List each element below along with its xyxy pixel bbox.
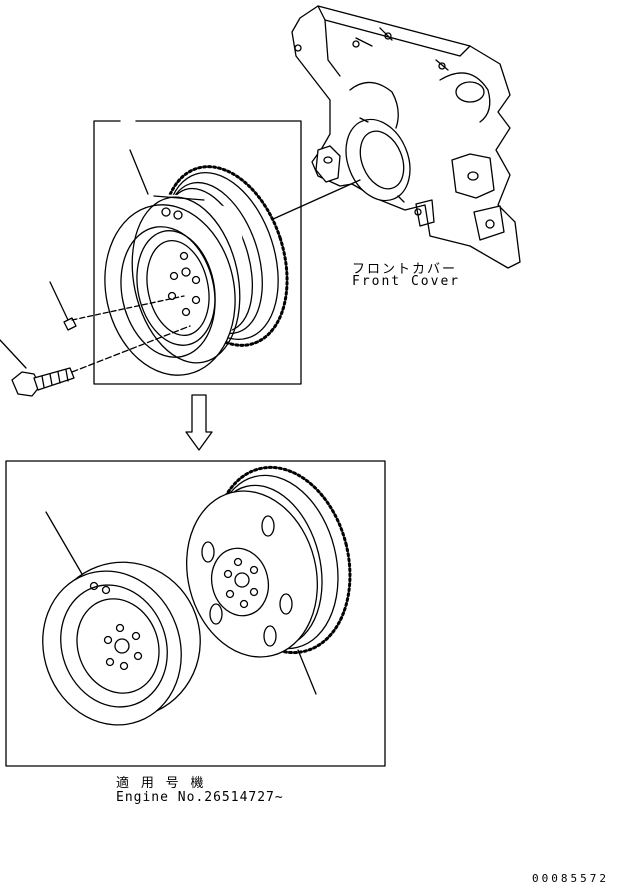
- upper-pulley-assembly: [104, 165, 289, 376]
- leader-line-lower-pulley: [297, 649, 317, 695]
- engine-number-label: Engine No.26514727~: [116, 790, 284, 805]
- front-cover-label-jp: フロントカバー: [352, 262, 458, 277]
- leader-line-cover: [261, 179, 361, 225]
- applicability-label-jp: 適 用 号 機: [116, 776, 206, 791]
- drawing-code: 00085572: [532, 872, 609, 885]
- dowel-pin: [63, 295, 185, 331]
- leader-line-pin: [49, 281, 69, 321]
- front-cover: [291, 5, 521, 269]
- lower-assembly-frame: [5, 460, 386, 767]
- upper-assembly-frame: [93, 120, 302, 385]
- leader-line-damper: [129, 149, 149, 195]
- mounting-bolt: [11, 325, 191, 397]
- leader-line-bolt: [0, 339, 27, 369]
- down-arrow-icon: [185, 394, 213, 451]
- lower-pulley: [186, 465, 352, 658]
- front-cover-label-en: Front Cover: [352, 274, 461, 289]
- leader-line-lower-damper: [45, 511, 83, 575]
- lower-damper: [42, 561, 201, 726]
